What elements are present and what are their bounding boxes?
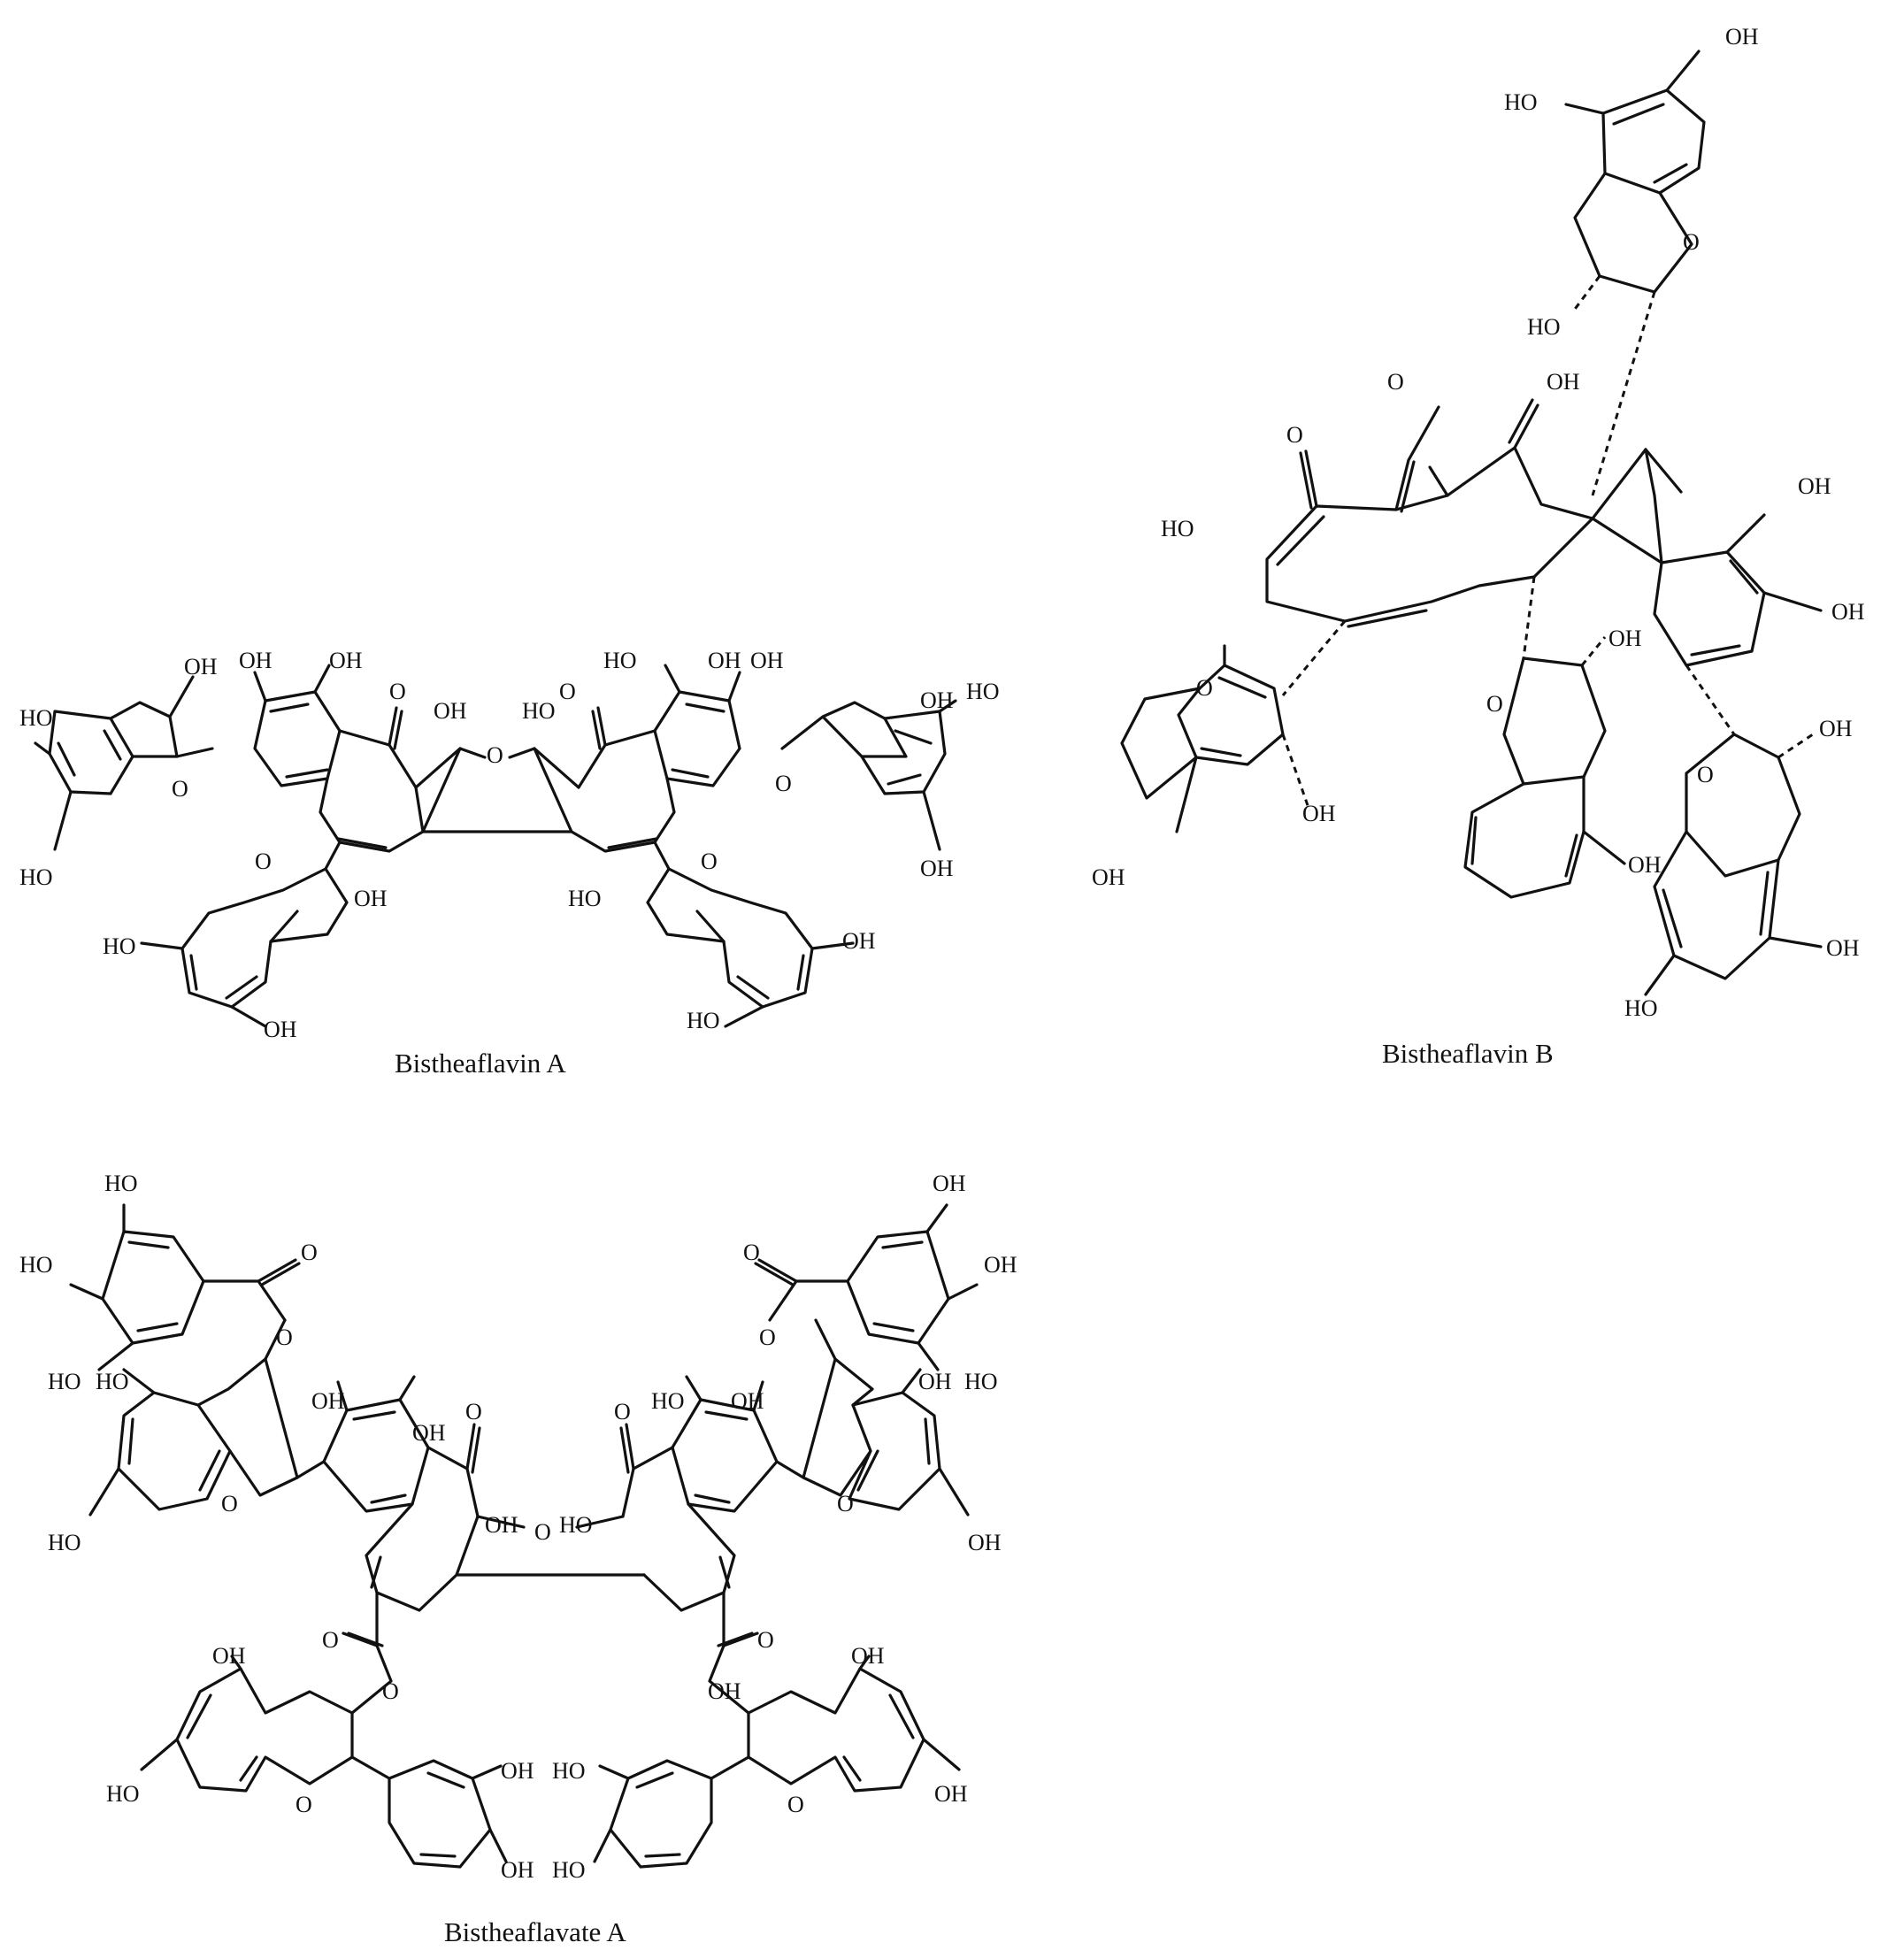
bistheaflavin-a-atom-label: OH <box>842 928 876 954</box>
bistheaflavin-a-atom-label: OH <box>354 886 388 911</box>
bistheaflavate-a-skeleton <box>69 1203 979 1869</box>
bistheaflavin-a-atom-label: OH <box>184 654 218 680</box>
bistheaflavin-a-atom-label: HO <box>568 886 602 911</box>
molecule-bistheaflavate-a: HO HO HO O O HO OH HO O HO OH O OH O O O… <box>19 1171 1017 1947</box>
bistheaflavin-b-atom-label: HO <box>1624 995 1658 1021</box>
bistheaflavin-b-atom-labels: OH HO O HO O OH O HO OH OH HO O OH OH OH… <box>966 24 1865 1021</box>
bistheaflavin-a-atom-label: O <box>701 848 718 874</box>
bistheaflavate-a-atom-label: OH <box>501 1857 534 1883</box>
bistheaflavate-a-atom-label: O <box>382 1678 399 1704</box>
molecule-bistheaflavin-b: OH HO O HO O OH O HO OH OH HO O OH OH OH… <box>966 24 1865 1069</box>
bistheaflavin-b-atom-label: O <box>1683 229 1700 255</box>
bistheaflavate-a-atom-label: HO <box>552 1857 586 1883</box>
bistheaflavate-a-atom-label: O <box>465 1399 482 1424</box>
bistheaflavate-a-atom-label: O <box>221 1491 238 1516</box>
bistheaflavate-a-atom-label: O <box>296 1792 312 1817</box>
bistheaflavin-a-atom-label: OH <box>329 648 363 673</box>
bistheaflavate-a-atom-label: OH <box>984 1252 1017 1278</box>
bistheaflavin-b-atom-label: HO <box>1527 314 1561 340</box>
bistheaflavin-b-atom-label: O <box>1486 691 1503 717</box>
bistheaflavin-a-atom-label: OH <box>920 687 954 713</box>
bistheaflavin-a-skeleton <box>34 664 957 1028</box>
bistheaflavate-a-atom-label: O <box>301 1240 318 1265</box>
bistheaflavin-a-atom-label: OH <box>434 698 467 724</box>
bistheaflavate-a-atom-label: OH <box>851 1643 885 1669</box>
bistheaflavin-a-atom-label: OH <box>708 648 741 673</box>
bistheaflavin-b-atom-label: O <box>1196 675 1213 701</box>
bistheaflavin-b-atom-label: OH <box>1302 801 1336 826</box>
bistheaflavate-a-atom-label: O <box>614 1399 631 1424</box>
bistheaflavate-a-atom-label: HO <box>48 1530 81 1555</box>
bistheaflavin-b-atom-label: O <box>1387 369 1404 395</box>
bistheaflavin-b-atom-label: OH <box>1092 864 1125 890</box>
bistheaflavin-a-atom-label: HO <box>103 933 136 959</box>
bistheaflavin-a-atom-labels: OH HO OH OH O OH O HO O HO OH OH O OH HO… <box>19 648 954 1042</box>
bistheaflavate-a-atom-label: O <box>743 1240 760 1265</box>
bistheaflavate-a-atom-labels: HO HO HO O O HO OH HO O HO OH O OH O O O… <box>19 1171 1017 1883</box>
bistheaflavin-b-atom-label: OH <box>1831 599 1865 625</box>
bistheaflavin-b-atom-label: OH <box>1547 369 1580 395</box>
bistheaflavate-a-atom-label: HO <box>106 1781 140 1807</box>
bistheaflavin-a-atom-label: O <box>775 771 792 796</box>
bistheaflavin-b-atom-label: OH <box>1628 852 1662 878</box>
bistheaflavin-a-atom-label: O <box>172 776 188 802</box>
bistheaflavate-a-atom-label: O <box>787 1792 804 1817</box>
bistheaflavate-a-atom-label: OH <box>708 1678 741 1704</box>
molecule-bistheaflavin-a: OH HO OH OH O OH O HO O HO OH OH O OH HO… <box>19 648 957 1079</box>
bistheaflavin-b-caption: Bistheaflavin B <box>1382 1038 1554 1069</box>
bistheaflavin-a-caption: Bistheaflavin A <box>395 1048 566 1079</box>
bistheaflavate-a-atom-label: OH <box>731 1388 764 1414</box>
bistheaflavate-a-atom-label: OH <box>934 1781 968 1807</box>
bistheaflavate-a-atom-label: O <box>276 1325 293 1350</box>
bistheaflavin-a-atom-label: HO <box>687 1008 720 1033</box>
bistheaflavate-a-atom-label: HO <box>964 1369 998 1394</box>
bistheaflavate-a-atom-label: OH <box>918 1369 952 1394</box>
bistheaflavate-a-atom-label: OH <box>501 1758 534 1784</box>
bistheaflavin-b-atom-label: HO <box>1504 89 1538 115</box>
bistheaflavin-b-skeleton <box>1120 50 1823 996</box>
bistheaflavate-a-atom-label: HO <box>552 1758 586 1784</box>
bistheaflavin-a-atom-label: OH <box>239 648 273 673</box>
bistheaflavin-a-atom-label: HO <box>19 705 53 731</box>
bistheaflavate-a-atom-label: O <box>759 1325 776 1350</box>
bistheaflavate-a-atom-label: OH <box>212 1643 246 1669</box>
bistheaflavate-a-atom-label: OH <box>933 1171 966 1196</box>
bistheaflavin-a-atom-label: O <box>559 679 576 704</box>
bistheaflavate-a-atom-label: HO <box>104 1171 138 1196</box>
bistheaflavate-a-atom-label: O <box>322 1627 339 1653</box>
bistheaflavate-a-atom-label: HO <box>19 1252 53 1278</box>
bistheaflavate-a-atom-label: OH <box>311 1388 345 1414</box>
bistheaflavin-b-atom-label: O <box>1286 422 1303 448</box>
bistheaflavate-a-caption: Bistheaflavate A <box>444 1916 626 1947</box>
bistheaflavin-a-atom-label: HO <box>603 648 637 673</box>
bistheaflavin-b-atom-label: OH <box>1608 626 1642 651</box>
bistheaflavin-a-atom-label: OH <box>920 856 954 881</box>
bistheaflavate-a-atom-label: O <box>757 1627 774 1653</box>
bistheaflavate-a-atom-label: O <box>837 1491 854 1516</box>
bistheaflavin-a-atom-label: OH <box>750 648 784 673</box>
bistheaflavin-b-atom-label: OH <box>1725 24 1759 50</box>
bistheaflavate-a-atom-label: OH <box>968 1530 1002 1555</box>
bistheaflavin-b-atom-label: HO <box>966 679 1000 704</box>
bistheaflavin-a-atom-label: O <box>255 848 272 874</box>
bistheaflavate-a-atom-label: O <box>534 1519 551 1545</box>
bistheaflavate-a-atom-label: OH <box>412 1420 446 1446</box>
bistheaflavin-b-atom-label: O <box>1697 762 1714 787</box>
bistheaflavate-a-atom-label: HO <box>559 1512 593 1538</box>
bistheaflavate-a-atom-label: HO <box>96 1369 129 1394</box>
bistheaflavin-a-atom-label: O <box>487 742 503 768</box>
bistheaflavate-a-atom-label: HO <box>651 1388 685 1414</box>
bistheaflavin-b-atom-label: HO <box>1161 516 1194 541</box>
bistheaflavin-a-atom-label: O <box>389 679 406 704</box>
bistheaflavate-a-atom-label: HO <box>48 1369 81 1394</box>
bistheaflavin-a-atom-label: HO <box>522 698 556 724</box>
bistheaflavate-a-atom-label: OH <box>485 1512 518 1538</box>
bistheaflavin-a-atom-label: HO <box>19 864 53 890</box>
bistheaflavin-b-atom-label: OH <box>1798 473 1831 499</box>
bistheaflavin-a-atom-label: OH <box>264 1017 297 1042</box>
bistheaflavin-b-atom-label: OH <box>1819 716 1853 741</box>
bistheaflavin-b-atom-label: OH <box>1826 935 1860 961</box>
